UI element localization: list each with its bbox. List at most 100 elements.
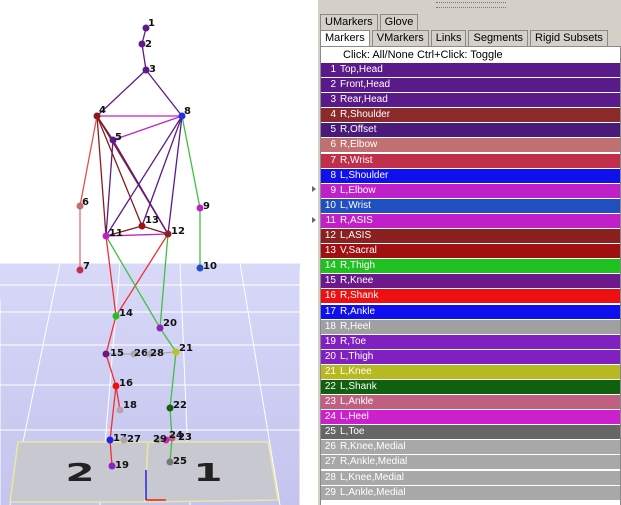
tab-segments[interactable]: Segments xyxy=(468,30,529,46)
marker-row[interactable]: 12 L,ASIS xyxy=(321,229,620,244)
marker-point[interactable] xyxy=(102,232,110,240)
marker-point[interactable] xyxy=(154,436,162,444)
marker-label: R,Offset xyxy=(340,124,377,136)
marker-link xyxy=(115,233,169,317)
marker-number: 8 xyxy=(330,169,336,181)
marker-point[interactable] xyxy=(76,202,84,210)
marker-point[interactable] xyxy=(138,40,146,48)
marker-number: 3 xyxy=(330,94,336,106)
tab-umarkers[interactable]: UMarkers xyxy=(320,14,378,30)
marker-point[interactable] xyxy=(166,404,174,412)
marker-label: L,ASIS xyxy=(340,230,372,242)
marker-point-label: 11 xyxy=(109,228,123,239)
marker-label: R,Shank xyxy=(340,290,379,302)
marker-point-label: 21 xyxy=(179,343,193,354)
marker-point[interactable] xyxy=(172,348,180,356)
marker-point[interactable] xyxy=(109,136,117,144)
panel-arrow-icon[interactable] xyxy=(312,217,316,223)
marker-point[interactable] xyxy=(166,458,174,466)
marker-point[interactable] xyxy=(142,66,150,74)
marker-label: R,Heel xyxy=(340,320,371,332)
marker-point[interactable] xyxy=(93,112,101,120)
marker-point[interactable] xyxy=(196,264,204,272)
tab-links[interactable]: Links xyxy=(430,30,467,46)
marker-link xyxy=(169,437,173,463)
marker-link xyxy=(145,69,183,117)
marker-point[interactable] xyxy=(156,324,164,332)
marker-point[interactable] xyxy=(116,406,124,414)
marker-point[interactable] xyxy=(106,436,114,444)
marker-point[interactable] xyxy=(108,462,116,470)
marker-point[interactable] xyxy=(76,266,84,274)
marker-point[interactable] xyxy=(168,434,176,442)
marker-point[interactable] xyxy=(120,436,128,444)
marker-number: 12 xyxy=(324,230,336,242)
tab-rigid-subsets[interactable]: Rigid Subsets xyxy=(530,30,608,46)
tab-glove[interactable]: Glove xyxy=(379,14,419,30)
panel-arrow-icon[interactable] xyxy=(312,186,316,192)
marker-point[interactable] xyxy=(138,222,146,230)
marker-row[interactable]: 16 R,Shank xyxy=(321,289,620,304)
drag-handle[interactable] xyxy=(436,2,506,8)
marker-point[interactable] xyxy=(164,230,172,238)
marker-point[interactable] xyxy=(130,350,138,358)
marker-point-label: 4 xyxy=(99,105,106,116)
marker-point[interactable] xyxy=(112,382,120,390)
marker-number: 16 xyxy=(324,290,336,302)
marker-point[interactable] xyxy=(146,350,154,358)
marker-label: L,Ankle,Medial xyxy=(340,486,406,498)
marker-point[interactable] xyxy=(196,204,204,212)
marker-point[interactable] xyxy=(142,24,150,32)
marker-point[interactable] xyxy=(162,436,170,444)
marker-point[interactable] xyxy=(178,112,186,120)
marker-number: 18 xyxy=(324,320,336,332)
marker-link xyxy=(109,385,117,441)
toggle-hint[interactable]: Click: All/None Ctrl+Click: Toggle xyxy=(343,49,503,61)
marker-label: L,Toe xyxy=(340,426,365,438)
marker-point-label: 28 xyxy=(150,348,164,359)
tab-markers[interactable]: Markers xyxy=(320,30,370,46)
marker-label: R,Elbow xyxy=(340,139,378,151)
marker-label: R,Ankle,Medial xyxy=(340,456,408,468)
marker-point[interactable] xyxy=(112,312,120,320)
marker-link xyxy=(105,139,114,237)
marker-point-label: 12 xyxy=(171,226,185,237)
marker-number: 13 xyxy=(324,245,336,257)
marker-row[interactable]: 18 R,Heel xyxy=(321,319,620,334)
marker-label: L,Shank xyxy=(340,380,377,392)
marker-label: L,Wrist xyxy=(340,199,371,211)
marker-point-label: 5 xyxy=(115,132,122,143)
tab-vmarkers[interactable]: VMarkers xyxy=(371,30,429,46)
marker-point-label: 16 xyxy=(119,378,133,389)
marker-point[interactable] xyxy=(102,350,110,358)
